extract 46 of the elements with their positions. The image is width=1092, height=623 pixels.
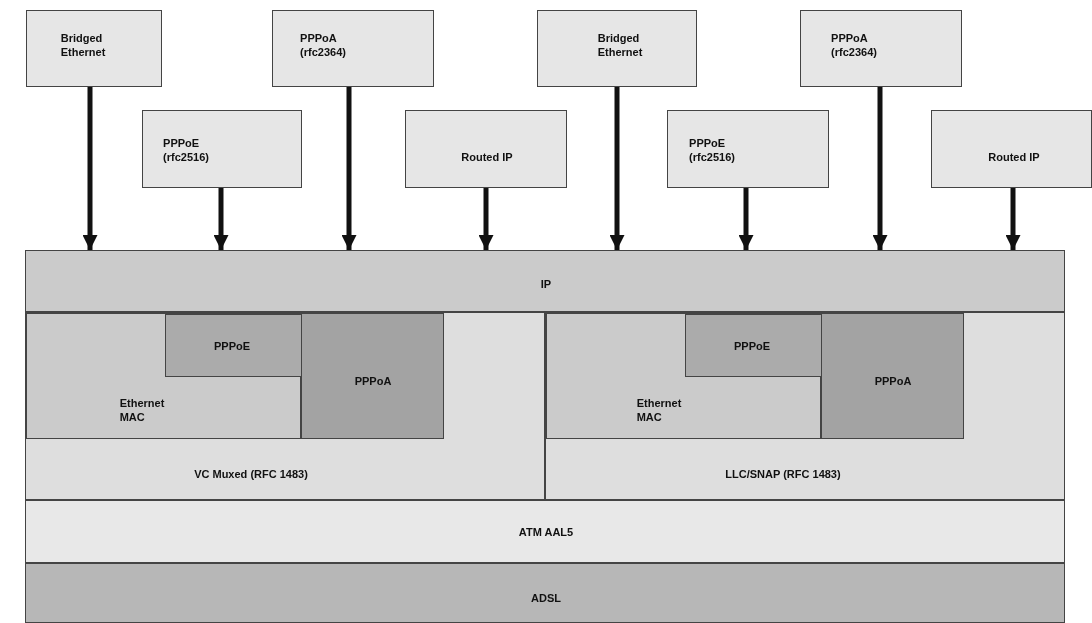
- layer-label: PPPoE (rfc2516): [689, 136, 735, 164]
- layer-block: [25, 312, 545, 500]
- layer-label: LLC/SNAP (RFC 1483): [725, 467, 841, 481]
- protocol-box: [405, 110, 567, 188]
- layer-block: [685, 314, 822, 377]
- layer-label: PPPoA (rfc2364): [831, 31, 877, 59]
- layer-label: Routed IP: [988, 150, 1040, 164]
- layer-label: PPPoA: [354, 374, 392, 388]
- arrow: [213, 188, 229, 250]
- arrow: [341, 87, 357, 250]
- layer-label: ATM AAL5: [518, 525, 574, 539]
- arrow: [872, 87, 888, 250]
- arrow: [478, 188, 494, 250]
- layer-label: PPPoE: [213, 339, 251, 353]
- layer-band: [25, 563, 1065, 623]
- layer-block: [545, 312, 1065, 500]
- layer-block: [821, 313, 964, 439]
- protocol-box: [537, 10, 697, 87]
- protocol-box: [26, 10, 162, 87]
- protocol-box: [142, 110, 302, 188]
- layer-label: Bridged Ethernet: [597, 31, 643, 59]
- layer-label: ADSL: [531, 591, 561, 605]
- layer-block: [165, 314, 302, 377]
- protocol-box: [272, 10, 434, 87]
- layer-label: VC Muxed (RFC 1483): [194, 467, 308, 481]
- layer-label: Routed IP: [461, 150, 513, 164]
- arrow: [738, 188, 754, 250]
- layer-block: [301, 313, 444, 439]
- protocol-box: [931, 110, 1092, 188]
- arrow: [609, 87, 625, 250]
- protocol-box: [667, 110, 829, 188]
- layer-label: PPPoE (rfc2516): [163, 136, 209, 164]
- layer-band: [25, 500, 1065, 563]
- layer-label: PPPoA: [874, 374, 912, 388]
- arrow: [1005, 188, 1021, 250]
- layer-label: Ethernet MAC: [636, 396, 682, 424]
- layer-label: PPPoA (rfc2364): [300, 31, 346, 59]
- layer-label: IP: [540, 277, 552, 291]
- layer-band: [25, 250, 1065, 312]
- arrow: [82, 87, 98, 250]
- layer-block: [26, 313, 301, 439]
- layer-label: Ethernet MAC: [119, 396, 165, 424]
- layer-label: PPPoE: [733, 339, 771, 353]
- protocol-box: [800, 10, 962, 87]
- layer-label: Bridged Ethernet: [60, 31, 106, 59]
- layer-block: [546, 313, 821, 439]
